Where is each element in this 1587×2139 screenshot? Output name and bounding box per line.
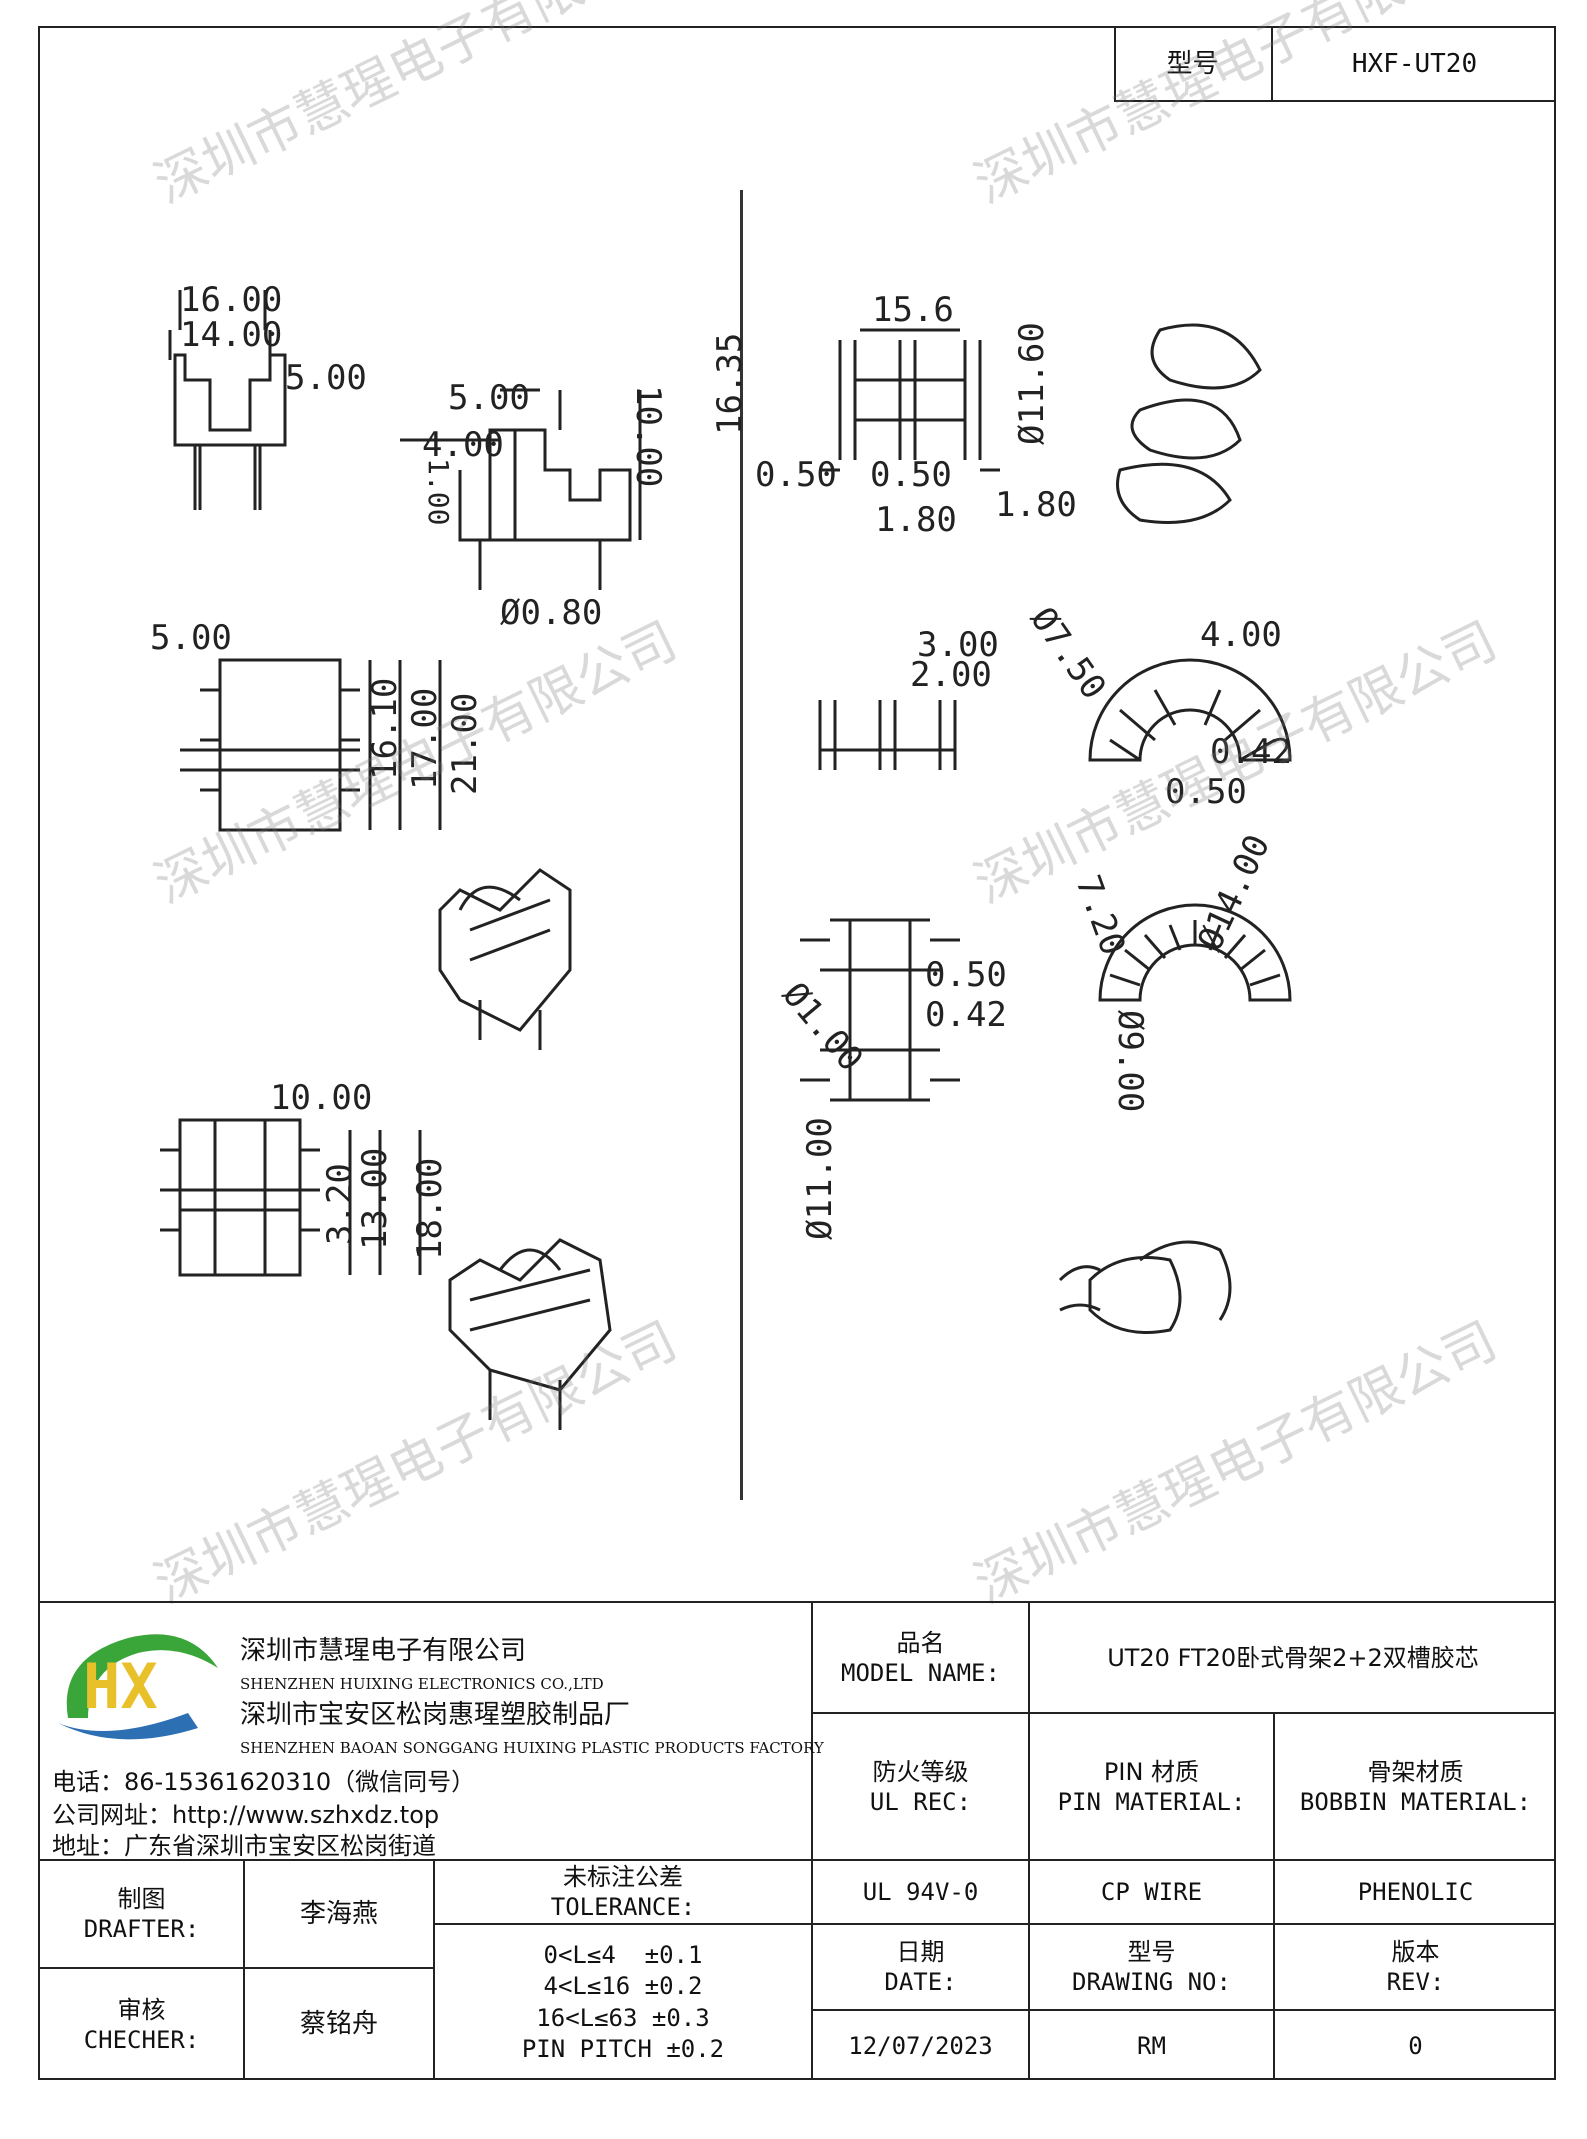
drafter-name: 李海燕 <box>299 1898 378 1929</box>
dim-label: 10.00 <box>628 385 668 488</box>
dim-label: 1.80 <box>875 500 957 540</box>
company-name-cn: 深圳市慧瑆电子有限公司 <box>240 1636 527 1666</box>
date-label: 日期 DATE: <box>884 1938 957 1996</box>
company-name-en: SHENZHEN HUIXING ELECTRONICS CO.,LTD <box>240 1675 604 1693</box>
pin-material-label: PIN 材质 PIN MATERIAL: <box>1057 1757 1246 1816</box>
drawing-frame <box>38 26 1556 2080</box>
dim-label: 5.00 <box>285 358 367 398</box>
dim-label: 16.35 <box>710 332 750 435</box>
drawing-no-value: RM <box>1137 2031 1166 2060</box>
title-divider <box>811 1601 813 2080</box>
dim-label: 0.42 <box>1210 732 1292 772</box>
checker-label: 审核 CHECHER: <box>83 1995 200 2054</box>
title-row-line <box>811 2009 1556 2011</box>
tolerance-line: 16<L≤63 ±0.3 <box>536 2003 710 2032</box>
title-row-line <box>38 1967 433 1969</box>
dim-label: 2.00 <box>910 655 992 695</box>
dim-label: 0.50 <box>755 455 837 495</box>
title-divider <box>1273 1712 1275 2080</box>
dim-label: 3.20 <box>320 1163 360 1245</box>
drafter-label: 制图 DRAFTER: <box>83 1885 200 1943</box>
company-logo: HX <box>58 1634 218 1740</box>
pin-material-value: CP WIRE <box>1100 1878 1203 1906</box>
left-drawings <box>160 290 642 1430</box>
model-value: HXF-UT20 <box>1351 48 1478 79</box>
fire-rating-label: 防火等级 UL REC: <box>869 1757 972 1816</box>
tolerance-line: PIN PITCH ±0.2 <box>521 2034 725 2063</box>
dim-label: 5.00 <box>150 618 232 658</box>
model-name-value: UT20 FT20卧式骨架2+2双槽胶芯 <box>1107 1643 1479 1672</box>
title-row-line <box>811 1712 1556 1714</box>
company-phone: 电话：86-15361620310（微信同号） <box>52 1768 476 1796</box>
bobbin-material-label: 骨架材质 BOBBIN MATERIAL: <box>1299 1757 1532 1816</box>
dim-label: 3.00 <box>917 625 999 665</box>
title-divider <box>433 1859 435 2080</box>
tolerance-label: 未标注公差 TOLERANCE: <box>550 1863 696 1921</box>
logo-letters: HX <box>83 1650 158 1723</box>
date-value: 12/07/2023 <box>848 2031 993 2060</box>
dim-label: 10.00 <box>270 1078 373 1118</box>
factory-name-en: SHENZHEN BAOAN SONGGANG HUIXING PLASTIC … <box>240 1739 824 1757</box>
bobbin-material-value: PHENOLIC <box>1357 1878 1474 1906</box>
tolerance-values: 0<L≤4 ±0.1 4<L≤16 ±0.2 16<L≤63 ±0.3 PIN … <box>435 1925 811 2080</box>
factory-name-cn: 深圳市宝安区松岗惠瑆塑胶制品厂 <box>240 1700 631 1730</box>
header-divider <box>1271 26 1273 102</box>
model-name-label: 品名 MODEL NAME: <box>841 1628 1000 1687</box>
dim-label: 0.50 <box>870 455 952 495</box>
dim-label: 15.6 <box>872 290 954 330</box>
dim-label: 13.00 <box>355 1147 395 1250</box>
dim-label: Ø9.00 <box>1110 1010 1150 1113</box>
dim-label: 1.80 <box>995 485 1077 525</box>
dim-label: 21.00 <box>445 692 485 795</box>
dim-label: 4.00 <box>422 425 504 465</box>
dim-label: 18.00 <box>410 1157 450 1260</box>
title-divider <box>243 1859 245 2080</box>
drawing-center-line <box>740 190 743 1500</box>
dim-label: 16.00 <box>180 280 283 320</box>
title-row-line <box>811 1923 1556 1925</box>
dim-label: 0.50 <box>1165 772 1247 812</box>
title-block-top <box>38 1601 1556 1603</box>
dim-label: 0.50 <box>925 955 1007 995</box>
tolerance-line: 4<L≤16 ±0.2 <box>543 1972 703 2001</box>
company-website: 公司网址：http://www.szhxdz.top <box>52 1801 440 1829</box>
dim-label: 17.00 <box>405 687 445 790</box>
dim-label: 14.00 <box>180 315 283 355</box>
dim-label: Ø11.00 <box>800 1117 840 1240</box>
dim-label: 16.10 <box>365 677 405 780</box>
model-header-box <box>1114 26 1556 102</box>
drawing-no-label: 型号 DRAWING NO: <box>1072 1938 1231 1996</box>
dim-label: 4.00 <box>1200 615 1282 655</box>
dim-label: Ø11.60 <box>1012 322 1052 445</box>
tolerance-line: 0<L≤4 ±0.1 <box>543 1941 703 1970</box>
dim-label: 5.00 <box>448 378 530 418</box>
dim-label: 1.00 <box>422 458 455 526</box>
model-label: 型号 <box>1166 48 1219 79</box>
rev-label: 版本 REV: <box>1386 1938 1445 1996</box>
dim-label: 0.42 <box>925 995 1007 1035</box>
checker-name: 蔡铭舟 <box>299 2009 378 2040</box>
right-drawings <box>800 323 1292 1334</box>
rev-value: 0 <box>1408 2031 1423 2060</box>
fire-rating-value: UL 94V-0 <box>862 1878 979 1906</box>
dim-label: Ø0.80 <box>500 593 603 633</box>
title-divider <box>1028 1601 1030 2080</box>
company-address: 地址：广东省深圳市宝安区松岗街道 <box>52 1832 436 1860</box>
title-row-line <box>38 1859 1556 1861</box>
title-row-line <box>433 1923 811 1925</box>
